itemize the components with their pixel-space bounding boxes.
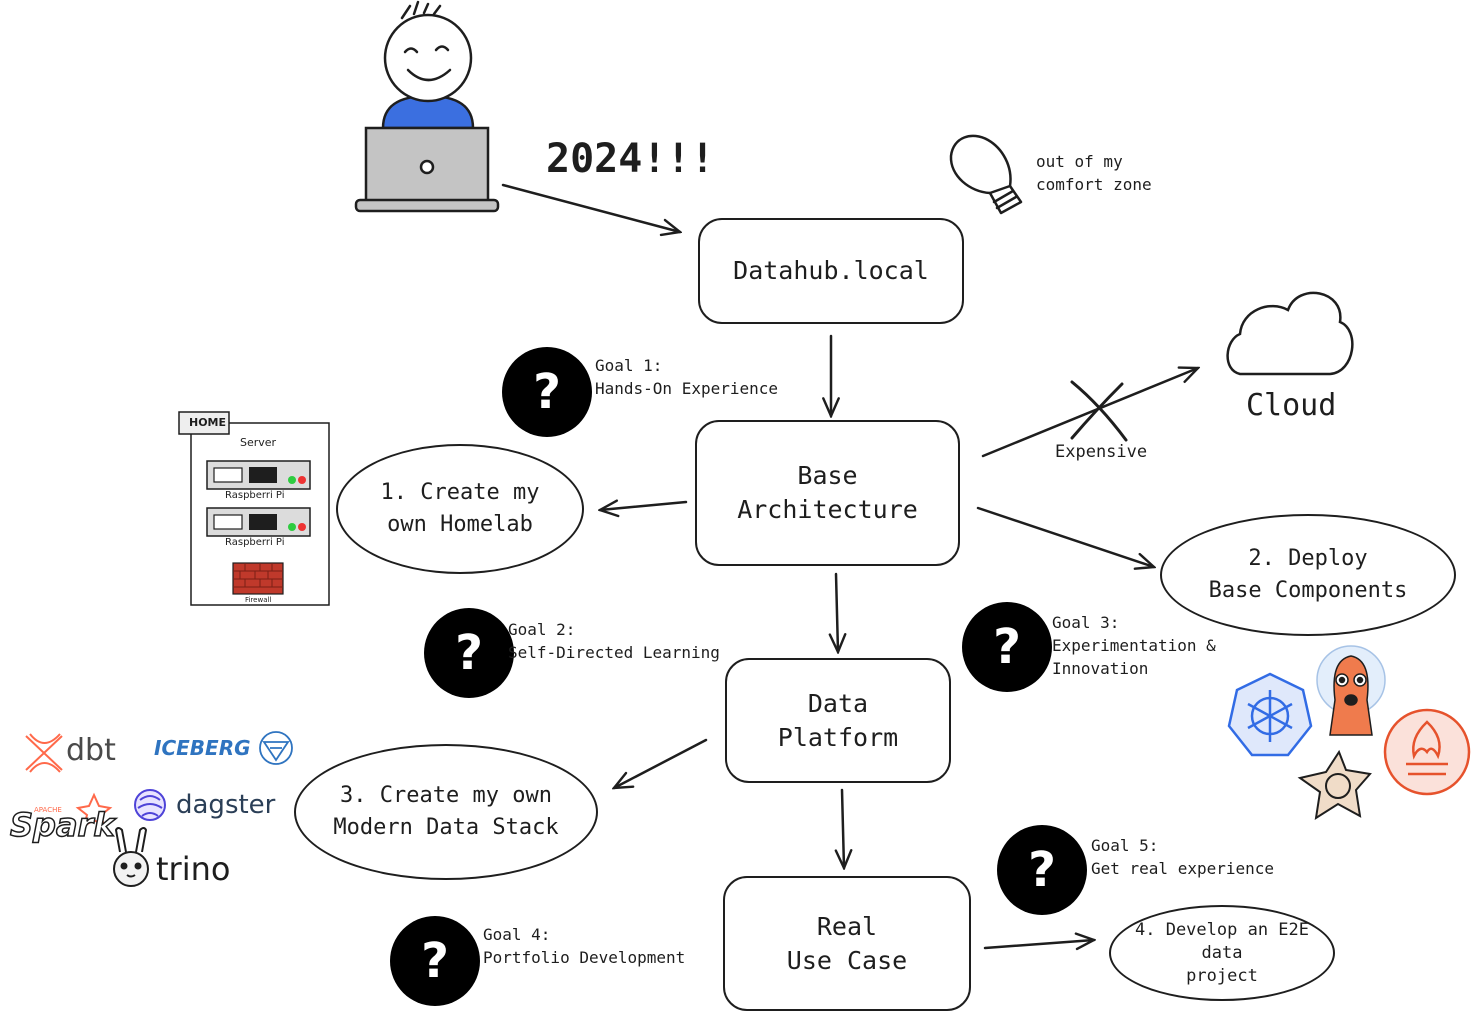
outcome-mds-line-2: Modern Data Stack	[333, 815, 559, 840]
node-platform-line-2: Platform	[777, 722, 899, 752]
node-real-use-case: Real Use Case	[723, 876, 971, 1011]
outcome-homelab: 1. Create my own Homelab	[336, 444, 584, 574]
node-base-architecture: Base Architecture	[695, 420, 960, 566]
node-platform-line-1: Data	[807, 688, 869, 718]
outcome-mds-line-1: 3. Create my own	[340, 783, 552, 808]
bulb-note-line-2: comfort zone	[1036, 175, 1152, 194]
goal-2-title: Goal 2:	[508, 620, 576, 639]
goal-4-title: Goal 4:	[483, 925, 551, 944]
goal-3-text-1: Experimentation &	[1052, 636, 1216, 655]
spark-logo-text: Spark	[9, 805, 115, 845]
goal-1-question-icon: ?	[502, 347, 592, 437]
arrow-base-to-deploy	[976, 506, 1154, 567]
firewall-icon	[232, 562, 284, 595]
cloud-icon	[1226, 291, 1354, 376]
goal-5-title: Goal 5:	[1091, 836, 1159, 855]
iceberg-logo-icon	[259, 731, 293, 765]
goal-4-label: Goal 4: Portfolio Development	[483, 923, 685, 969]
outcome-e2e-line-3: project	[1186, 965, 1258, 986]
goal-1-label: Goal 1: Hands-On Experience	[595, 354, 778, 400]
homelab-firewall-label: Firewall	[245, 596, 272, 604]
kubernetes-icon	[1227, 672, 1313, 757]
goal-5-text: Get real experience	[1091, 859, 1275, 878]
goal-5-label: Goal 5: Get real experience	[1091, 834, 1274, 880]
raspberry-pi-unit-2	[206, 507, 311, 537]
helm-icon	[1297, 749, 1372, 821]
outcome-e2e-line-2: data	[1201, 942, 1243, 963]
goal-3-title: Goal 3:	[1052, 613, 1120, 632]
node-usecase-line-1: Real	[816, 911, 878, 941]
arrow-usecase-to-e2e	[983, 940, 1094, 948]
arrow-laptop-to-datahub	[501, 183, 680, 232]
expensive-label: Expensive	[1055, 442, 1148, 462]
prometheus-icon	[1383, 708, 1471, 796]
outcome-mds: 3. Create my own Modern Data Stack	[294, 744, 598, 880]
argo-icon	[1316, 645, 1386, 736]
node-datahub: Datahub.local	[698, 218, 964, 324]
arrow-base-to-cloud	[981, 368, 1198, 458]
homelab-tag: HOME	[189, 416, 227, 429]
goal-3-question-icon: ?	[962, 602, 1052, 692]
goal-2-text: Self-Directed Learning	[508, 643, 720, 662]
homelab-unit-1-label: Raspberri Pi	[225, 490, 285, 501]
goal-4-question-icon: ?	[390, 916, 480, 1006]
dbt-logo-text: dbt	[66, 733, 116, 768]
spark-star-icon	[75, 792, 113, 829]
person-icon	[381, 0, 475, 130]
homelab-unit-2-label: Raspberri Pi	[225, 537, 285, 548]
outcome-e2e: 4. Develop an E2E data project	[1109, 905, 1335, 1001]
iceberg-logo-text: ICEBERG	[154, 736, 251, 760]
connector-arrows	[501, 183, 1198, 948]
homelab-sketch	[178, 411, 330, 606]
outcome-deploy-line-1: 2. Deploy	[1248, 546, 1368, 571]
dagster-logo-icon	[134, 789, 166, 821]
headline-2024: 2024!!!	[546, 136, 715, 182]
node-usecase-line-2: Use Case	[786, 945, 908, 975]
cloud-label: Cloud	[1246, 388, 1337, 423]
trino-logo-text: trino	[156, 850, 231, 888]
goal-3-text-2: Innovation	[1052, 659, 1149, 678]
dbt-logo-icon	[25, 733, 63, 773]
trino-bunny-icon	[113, 827, 149, 887]
bulb-note-line-1: out of my	[1036, 152, 1123, 171]
outcome-deploy-line-2: Base Components	[1208, 578, 1408, 603]
goal-1-text: Hands-On Experience	[595, 379, 779, 398]
outcome-e2e-line-1: 4. Develop an E2E	[1135, 919, 1309, 940]
raspberry-pi-unit-1	[206, 460, 311, 490]
node-base-line-2: Architecture	[737, 495, 918, 524]
lightbulb-icon	[949, 134, 1023, 215]
cross-mark-icon	[1070, 380, 1128, 442]
goal-5-question-icon: ?	[997, 825, 1087, 915]
node-datahub-label: Datahub.local	[733, 256, 929, 285]
arrow-platform-to-usecase	[842, 788, 844, 868]
laptop-icon	[354, 126, 500, 213]
arrow-base-to-platform	[836, 572, 838, 652]
goal-1-title: Goal 1:	[595, 356, 663, 375]
arrow-platform-to-mds	[614, 738, 708, 788]
node-base-line-1: Base	[797, 461, 858, 490]
bulb-note: out of my comfort zone	[1036, 150, 1152, 196]
outcome-deploy: 2. Deploy Base Components	[1160, 514, 1456, 636]
outcome-homelab-line-2: own Homelab	[387, 512, 533, 537]
goal-3-label: Goal 3: Experimentation & Innovation	[1052, 611, 1216, 680]
outcome-homelab-line-1: 1. Create my	[380, 480, 540, 505]
homelab-server-title: Server	[240, 436, 277, 449]
goal-2-question-icon: ?	[424, 608, 514, 698]
dagster-logo-text: dagster	[176, 790, 276, 820]
spark-logo-small-text: APACHE	[34, 806, 62, 814]
goal-2-label: Goal 2: Self-Directed Learning	[508, 618, 720, 664]
node-data-platform: Data Platform	[725, 658, 951, 783]
goal-4-text: Portfolio Development	[483, 948, 686, 967]
arrow-base-to-homelab	[600, 502, 688, 510]
